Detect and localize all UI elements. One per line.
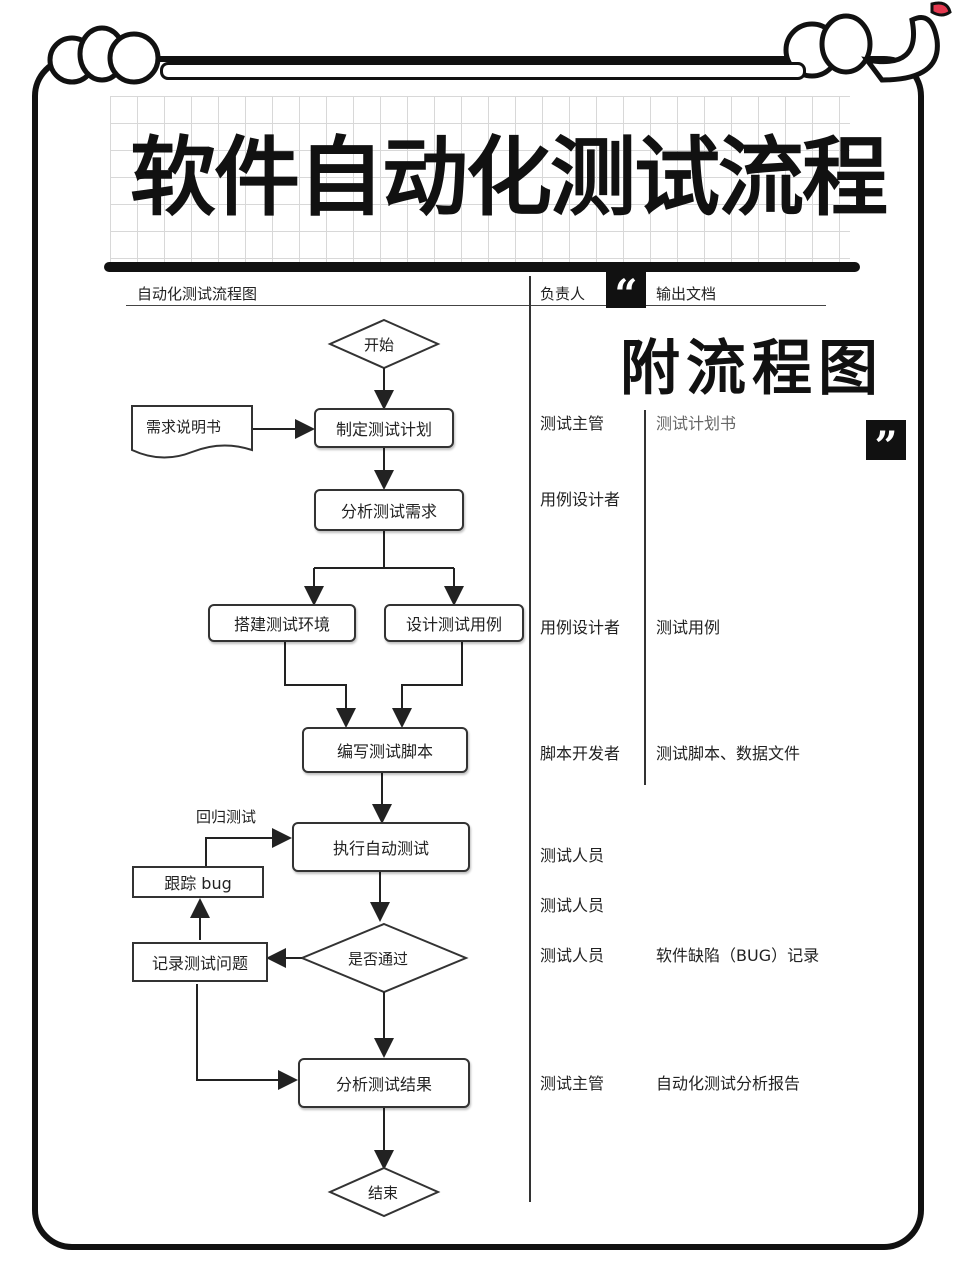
end-node: 结束 [368, 1184, 399, 1202]
appendix-label: 附流程图 [620, 334, 884, 404]
owner-record: 测试人员 [540, 946, 605, 965]
output-plan: 测试计划书 [656, 414, 737, 433]
owner-execute-2: 测试人员 [540, 896, 605, 915]
title-underline [104, 262, 860, 272]
owner-scripts: 脚本开发者 [540, 744, 621, 763]
quote-open-icon: “ [606, 268, 646, 318]
owner-analyze: 用例设计者 [540, 490, 621, 509]
header-owner: 负责人 [540, 285, 586, 303]
header-output: 输出文档 [656, 285, 717, 303]
output-bug-record: 软件缺陷（BUG）记录 [656, 946, 820, 965]
design-cases-node: 设计测试用例 [384, 604, 524, 642]
analyze-results-node: 分析测试结果 [298, 1058, 470, 1108]
header-flow: 自动化测试流程图 [137, 285, 258, 303]
start-node: 开始 [364, 336, 395, 354]
pass-check-node: 是否通过 [348, 950, 409, 968]
hanging-bar [160, 62, 806, 80]
column-divider-1 [529, 276, 531, 1202]
page-title: 软件自动化测试流程 [130, 128, 888, 228]
regression-label: 回归测试 [196, 808, 257, 826]
make-plan-node: 制定测试计划 [314, 408, 454, 448]
requirements-doc-node: 需求说明书 [146, 418, 222, 436]
owner-plan: 测试主管 [540, 414, 605, 433]
owner-results: 测试主管 [540, 1074, 605, 1093]
write-scripts-node: 编写测试脚本 [302, 727, 468, 773]
owner-execute-1: 测试人员 [540, 846, 605, 865]
setup-env-node: 搭建测试环境 [208, 604, 356, 642]
owner-design: 用例设计者 [540, 618, 621, 637]
grid-background [110, 96, 850, 268]
output-report: 自动化测试分析报告 [656, 1074, 801, 1093]
left-hand-icon [47, 25, 161, 85]
header-divider [126, 305, 826, 306]
output-scripts: 测试脚本、数据文件 [656, 744, 801, 763]
analyze-requirements-node: 分析测试需求 [314, 489, 464, 531]
execute-auto-node: 执行自动测试 [292, 822, 470, 872]
record-issues-node: 记录测试问题 [132, 942, 268, 982]
quote-close-icon: ” [866, 420, 906, 470]
track-bug-node: 跟踪 bug [132, 866, 264, 898]
output-cases: 测试用例 [656, 618, 721, 637]
column-divider-2 [644, 410, 646, 785]
